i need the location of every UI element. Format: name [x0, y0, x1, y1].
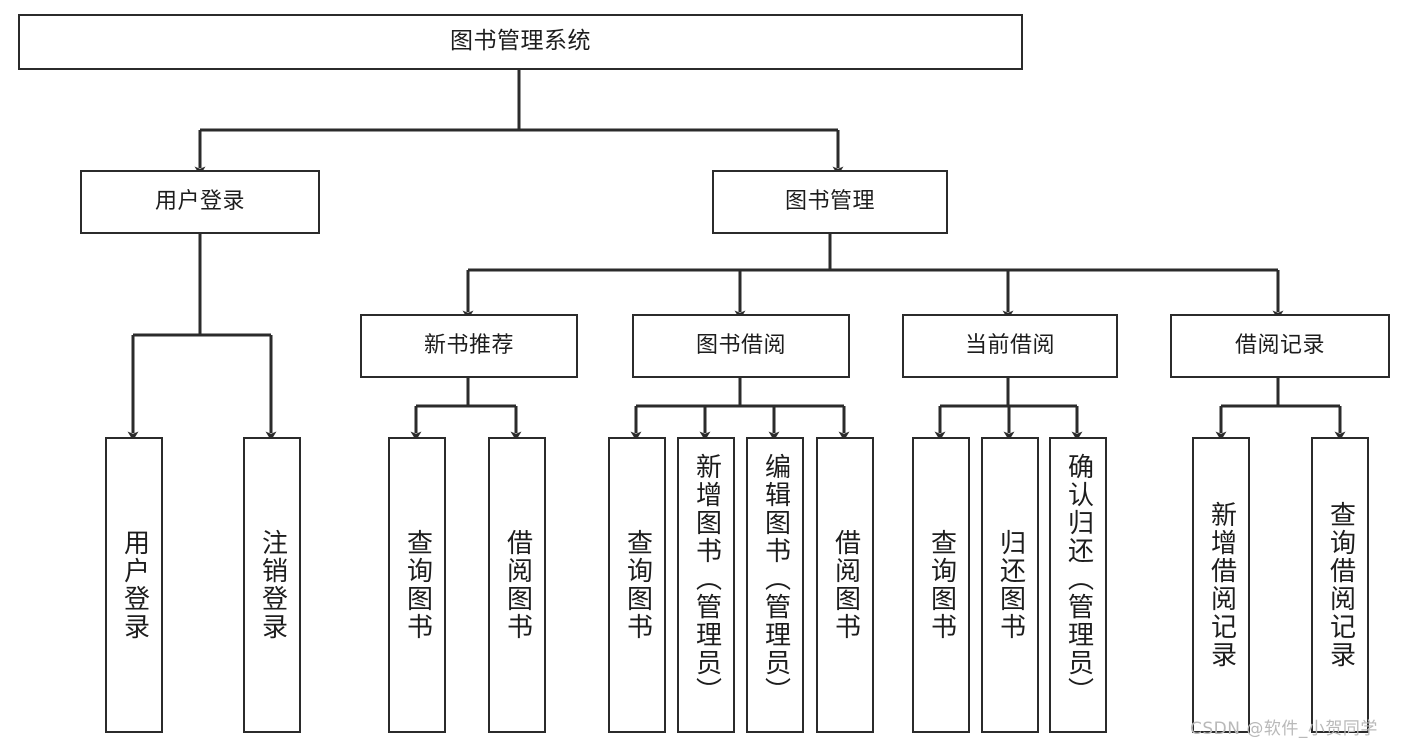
node-user-login[interactable]: 用户登录 [80, 170, 320, 234]
leaf-newbook-query-book-label: 查询图书 [402, 529, 433, 641]
leaf-borrow-edit-book-admin-label: 编辑图书（管理员） [760, 453, 791, 705]
node-new-book-recommend[interactable]: 新书推荐 [360, 314, 578, 378]
leaf-borrow-borrow-book-label: 借阅图书 [830, 529, 861, 641]
leaf-newbook-borrow-book[interactable]: 借阅图书 [488, 437, 546, 733]
node-borrow-records-label: 借阅记录 [1234, 332, 1325, 358]
node-root-label: 图书管理系统 [450, 28, 591, 55]
leaf-logout-label: 注销登录 [257, 529, 288, 641]
leaf-current-query-book-label: 查询图书 [926, 529, 957, 641]
node-current-borrow[interactable]: 当前借阅 [902, 314, 1118, 378]
leaf-records-query-record-label: 查询借阅记录 [1325, 501, 1356, 669]
leaf-current-return-book-label: 归还图书 [995, 529, 1026, 641]
node-root[interactable]: 图书管理系统 [18, 14, 1023, 70]
leaf-current-confirm-return-admin[interactable]: 确认归还（管理员） [1049, 437, 1107, 733]
node-book-management-label: 图书管理 [784, 188, 875, 214]
node-new-book-recommend-label: 新书推荐 [423, 332, 514, 358]
leaf-current-confirm-return-admin-label: 确认归还（管理员） [1063, 453, 1094, 705]
node-current-borrow-label: 当前借阅 [964, 332, 1055, 358]
leaf-user-login-label: 用户登录 [119, 529, 150, 641]
node-book-management[interactable]: 图书管理 [712, 170, 948, 234]
leaf-records-add-record-label: 新增借阅记录 [1206, 501, 1237, 669]
node-borrow-records[interactable]: 借阅记录 [1170, 314, 1390, 378]
node-user-login-label: 用户登录 [154, 188, 245, 214]
leaf-borrow-add-book-admin-label: 新增图书（管理员） [691, 453, 722, 705]
leaf-borrow-borrow-book[interactable]: 借阅图书 [816, 437, 874, 733]
leaf-borrow-add-book-admin[interactable]: 新增图书（管理员） [677, 437, 735, 733]
leaf-records-query-record[interactable]: 查询借阅记录 [1311, 437, 1369, 733]
csdn-watermark: CSDN @软件_小贺同学 [1190, 719, 1378, 739]
node-book-borrow-label: 图书借阅 [695, 332, 786, 358]
leaf-current-return-book[interactable]: 归还图书 [981, 437, 1039, 733]
leaf-logout[interactable]: 注销登录 [243, 437, 301, 733]
leaf-user-login[interactable]: 用户登录 [105, 437, 163, 733]
leaf-newbook-query-book[interactable]: 查询图书 [388, 437, 446, 733]
leaf-records-add-record[interactable]: 新增借阅记录 [1192, 437, 1250, 733]
node-book-borrow[interactable]: 图书借阅 [632, 314, 850, 378]
leaf-borrow-edit-book-admin[interactable]: 编辑图书（管理员） [746, 437, 804, 733]
leaf-borrow-query-book-label: 查询图书 [622, 529, 653, 641]
leaf-newbook-borrow-book-label: 借阅图书 [502, 529, 533, 641]
leaf-borrow-query-book[interactable]: 查询图书 [608, 437, 666, 733]
leaf-current-query-book[interactable]: 查询图书 [912, 437, 970, 733]
